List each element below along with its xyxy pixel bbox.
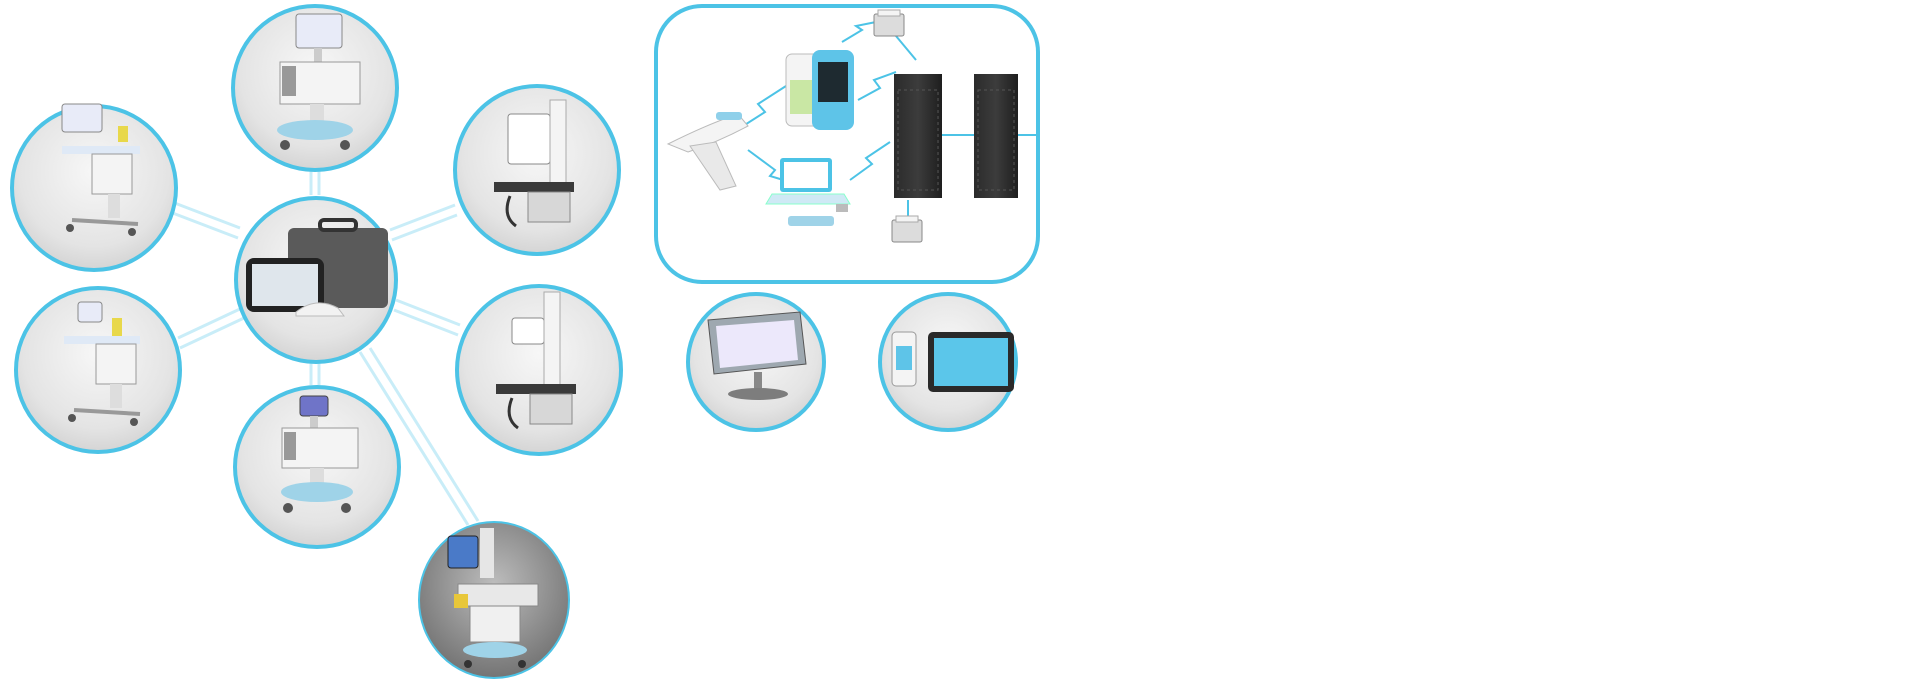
connector-diagonal: [358, 351, 470, 526]
kiosk-display-icon: [707, 311, 807, 400]
barcode-scanner-icon: [666, 112, 749, 191]
satellite-wall-workstation-lower-right: [455, 284, 623, 456]
connector-upper-left: [171, 200, 241, 230]
satellite-mobile-cart-upper-left: [10, 103, 178, 272]
satellite-mobile-cart-top: [231, 4, 399, 172]
satellite-medication-cart: [418, 521, 570, 679]
hub-node: [234, 196, 398, 364]
connector-upper-right-b: [391, 213, 458, 242]
connector-lower-left: [177, 306, 243, 340]
server-rack-icon: [974, 74, 1018, 198]
mobile-cart-icon: [61, 103, 140, 236]
printer-icon: [873, 9, 905, 37]
server-rack-icon: [894, 74, 942, 198]
mobile-cart-icon: [277, 13, 361, 150]
mobile-cart-icon: [281, 395, 359, 513]
medication-cart-icon: [447, 528, 539, 668]
handheld-computer-icon: [785, 50, 854, 130]
satellite-mobile-cart-lower-left: [14, 286, 182, 454]
bottom-item-kiosk: [686, 292, 826, 432]
wall-mount-workstation-icon: [494, 99, 574, 228]
network-panel: [654, 4, 1040, 284]
satellite-wall-workstation-upper-right: [453, 84, 621, 256]
wall-mount-workstation-icon: [496, 291, 576, 430]
mobile-cart-icon: [64, 301, 141, 426]
phone-and-tablet-icon: [891, 331, 1014, 392]
connector-lower-left-b: [179, 316, 245, 350]
laptop-icon: [765, 158, 851, 226]
printer-icon: [891, 215, 923, 243]
connector-upper-left-b: [169, 210, 239, 240]
connector-lower-right: [395, 298, 461, 327]
connector-lower-right-b: [393, 308, 459, 337]
connector-upper-right: [389, 203, 456, 232]
satellite-mobile-cart-bottom: [233, 385, 401, 549]
tablet-with-carry-case-icon: [246, 218, 388, 317]
network-links: [739, 21, 1036, 218]
connector-diagonal-b: [368, 347, 480, 522]
bottom-item-phone-and-tablet: [878, 292, 1018, 432]
connector-lines: [169, 170, 480, 526]
